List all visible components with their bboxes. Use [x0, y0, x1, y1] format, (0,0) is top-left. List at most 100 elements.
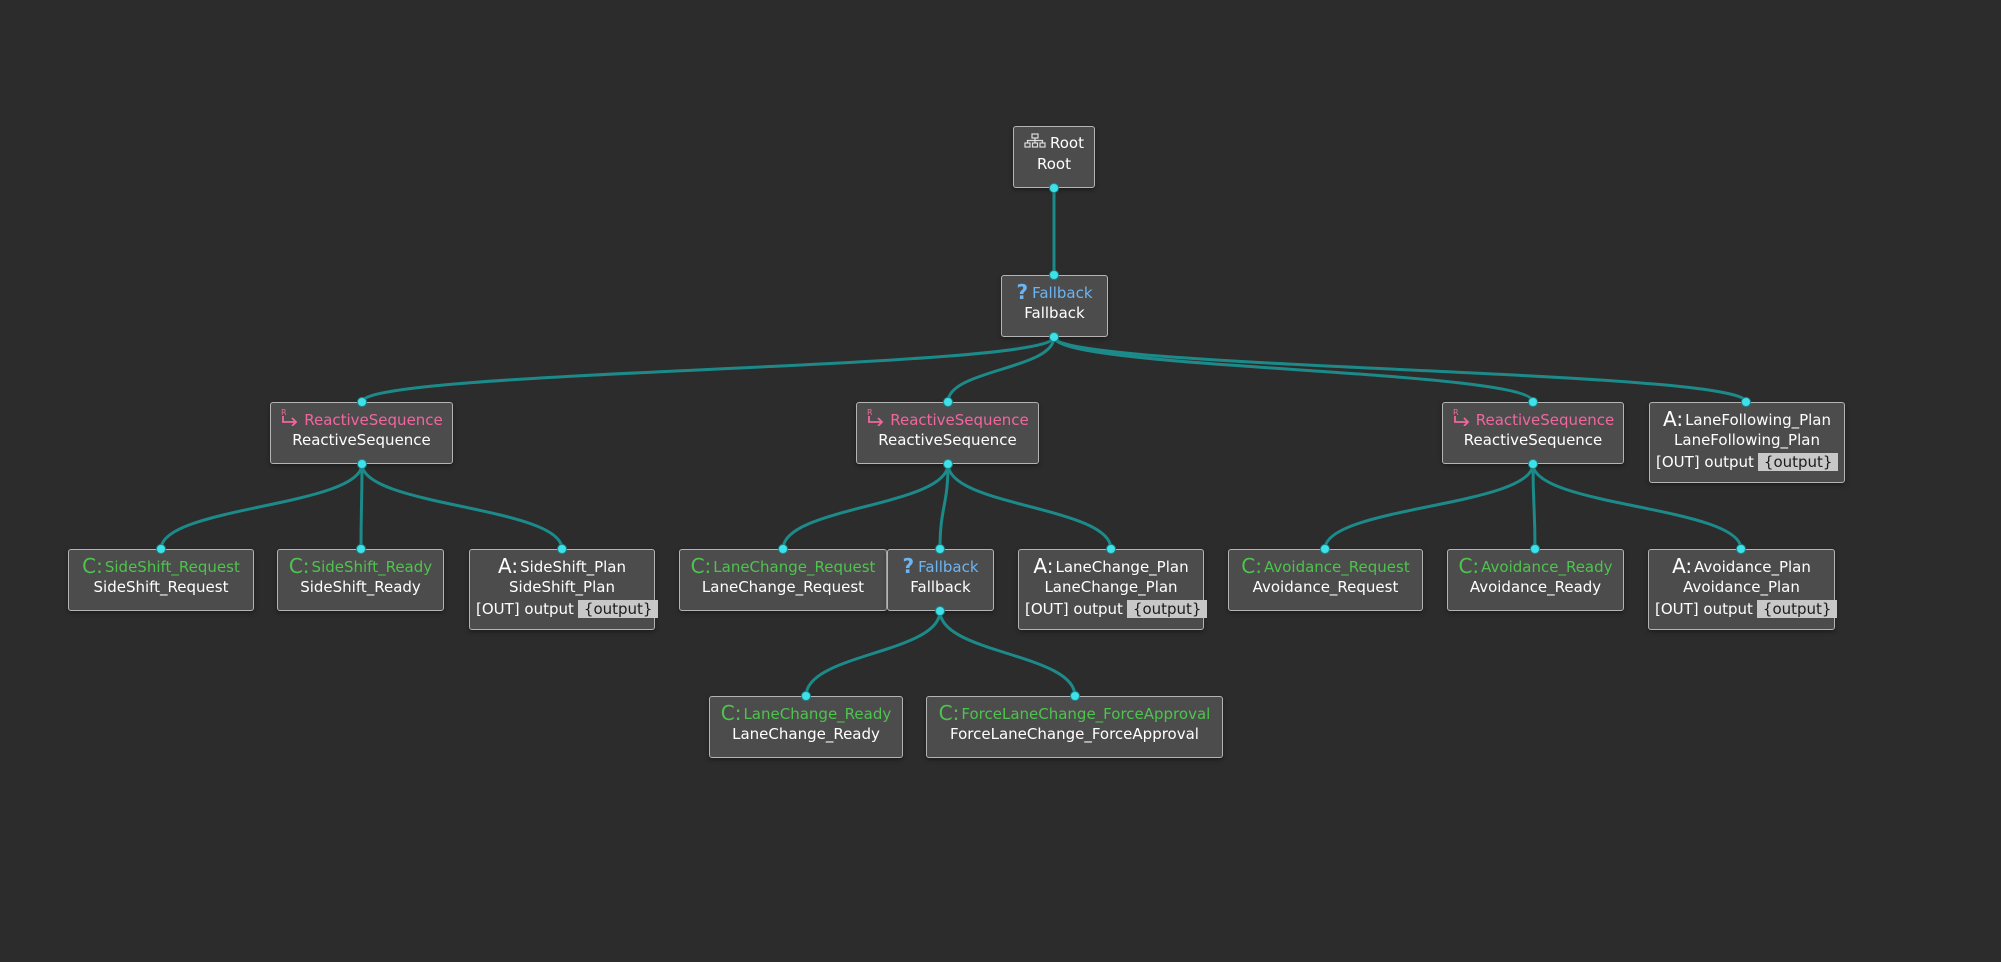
node-instance-name: LaneFollowing_Plan: [1674, 431, 1820, 449]
node-type-row: C:Avoidance_Ready: [1448, 555, 1623, 577]
output-port-value-field[interactable]: {output}: [577, 600, 659, 618]
input-port-seq_ss[interactable]: [357, 397, 367, 407]
node-type-row: C:LaneChange_Ready: [710, 702, 902, 724]
node-type-label: LaneChange_Request: [713, 558, 876, 576]
edge-lc_fb-to-lc_ready: [804, 610, 942, 697]
input-port-ss_req[interactable]: [156, 544, 166, 554]
edge-fallback-to-seq_ss: [360, 335, 1056, 404]
node-type-label: ReactiveSequence: [1475, 411, 1615, 429]
output-port-lc_fb[interactable]: [935, 606, 945, 616]
input-port-av_req[interactable]: [1320, 544, 1330, 554]
node-instance-name: Avoidance_Request: [1252, 578, 1399, 596]
input-port-seq_av[interactable]: [1528, 397, 1538, 407]
input-port-fallback[interactable]: [1049, 270, 1059, 280]
input-port-lc_ready[interactable]: [801, 691, 811, 701]
question-icon: ?: [1016, 280, 1029, 304]
node-instance-name: Root: [1037, 155, 1071, 173]
condition-icon: C:: [288, 554, 310, 578]
input-port-lc_plan[interactable]: [1106, 544, 1116, 554]
node-type-row: C:SideShift_Ready: [278, 555, 443, 577]
condition-icon: C:: [938, 701, 960, 725]
node-type-row: A:LaneFollowing_Plan: [1650, 408, 1844, 430]
reactive-arrow-icon: R: [866, 408, 886, 431]
node-type-label: SideShift_Ready: [311, 558, 433, 576]
input-port-av_ready[interactable]: [1530, 544, 1540, 554]
node-type-label: ReactiveSequence: [304, 411, 443, 429]
node-instance-name: SideShift_Request: [93, 578, 229, 596]
node-type-label: Root: [1050, 134, 1084, 152]
action-icon: A:: [497, 554, 519, 578]
node-instance-name: LaneChange_Ready: [732, 725, 880, 743]
output-port-row: [OUT] output{output}: [470, 599, 659, 619]
node-type-row: A:LaneChange_Plan: [1019, 555, 1203, 577]
node-type-row: C:Avoidance_Request: [1229, 555, 1422, 577]
output-port-row: [OUT] output{output}: [1649, 599, 1838, 619]
output-port-fallback[interactable]: [1049, 332, 1059, 342]
output-port-row: [OUT] output{output}: [1650, 452, 1844, 472]
node-type-label: SideShift_Request: [104, 558, 240, 576]
edge-fallback-to-seq_av: [1052, 336, 1535, 403]
svg-text:R: R: [281, 408, 287, 417]
edge-seq_ss-to-ss_ready: [359, 463, 364, 550]
input-port-seq_lc[interactable]: [943, 397, 953, 407]
node-type-label: Fallback: [1032, 284, 1093, 302]
condition-icon: C:: [690, 554, 712, 578]
node-instance-name: Avoidance_Plan: [1683, 578, 1800, 596]
input-port-ss_plan[interactable]: [557, 544, 567, 554]
input-port-lf_plan[interactable]: [1741, 397, 1751, 407]
output-port-value-field[interactable]: {output}: [1126, 600, 1208, 618]
node-type-row: A:Avoidance_Plan: [1649, 555, 1834, 577]
output-port-seq_ss[interactable]: [357, 459, 367, 469]
edge-seq_ss-to-ss_plan: [360, 463, 564, 550]
node-type-label: LaneChange_Ready: [743, 705, 892, 723]
input-port-lc_req[interactable]: [778, 544, 788, 554]
input-port-av_plan[interactable]: [1736, 544, 1746, 554]
node-type-row: C:SideShift_Request: [69, 555, 253, 577]
output-port-seq_av[interactable]: [1528, 459, 1538, 469]
condition-icon: C:: [1458, 554, 1480, 578]
reactive-arrow-icon: R: [1452, 408, 1472, 431]
condition-icon: C:: [720, 701, 742, 725]
output-port-label: [OUT] output: [1655, 600, 1753, 618]
output-port-value-field[interactable]: {output}: [1757, 453, 1839, 471]
node-instance-name: LaneChange_Request: [701, 578, 865, 596]
node-type-label: Avoidance_Ready: [1481, 558, 1613, 576]
output-port-value-field[interactable]: {output}: [1756, 600, 1838, 618]
node-instance-name: ForceLaneChange_ForceApproval: [950, 725, 1199, 743]
edge-seq_av-to-av_plan: [1531, 463, 1743, 550]
input-port-ss_ready[interactable]: [356, 544, 366, 554]
edge-fallback-to-seq_lc: [946, 336, 1056, 403]
svg-text:R: R: [867, 408, 873, 417]
input-port-force_lc[interactable]: [1070, 691, 1080, 701]
output-port-root[interactable]: [1049, 183, 1059, 193]
node-instance-name: Fallback: [910, 578, 971, 596]
action-icon: A:: [1672, 554, 1693, 578]
output-port-seq_lc[interactable]: [943, 459, 953, 469]
output-port-label: [OUT] output: [476, 600, 574, 618]
tree-icon: [1024, 132, 1046, 154]
node-type-row: C:LaneChange_Request: [680, 555, 886, 577]
input-port-lc_fb[interactable]: [935, 544, 945, 554]
node-type-label: Avoidance_Plan: [1694, 558, 1811, 576]
output-port-label: [OUT] output: [1656, 453, 1754, 471]
edge-seq_av-to-av_ready: [1531, 463, 1537, 550]
